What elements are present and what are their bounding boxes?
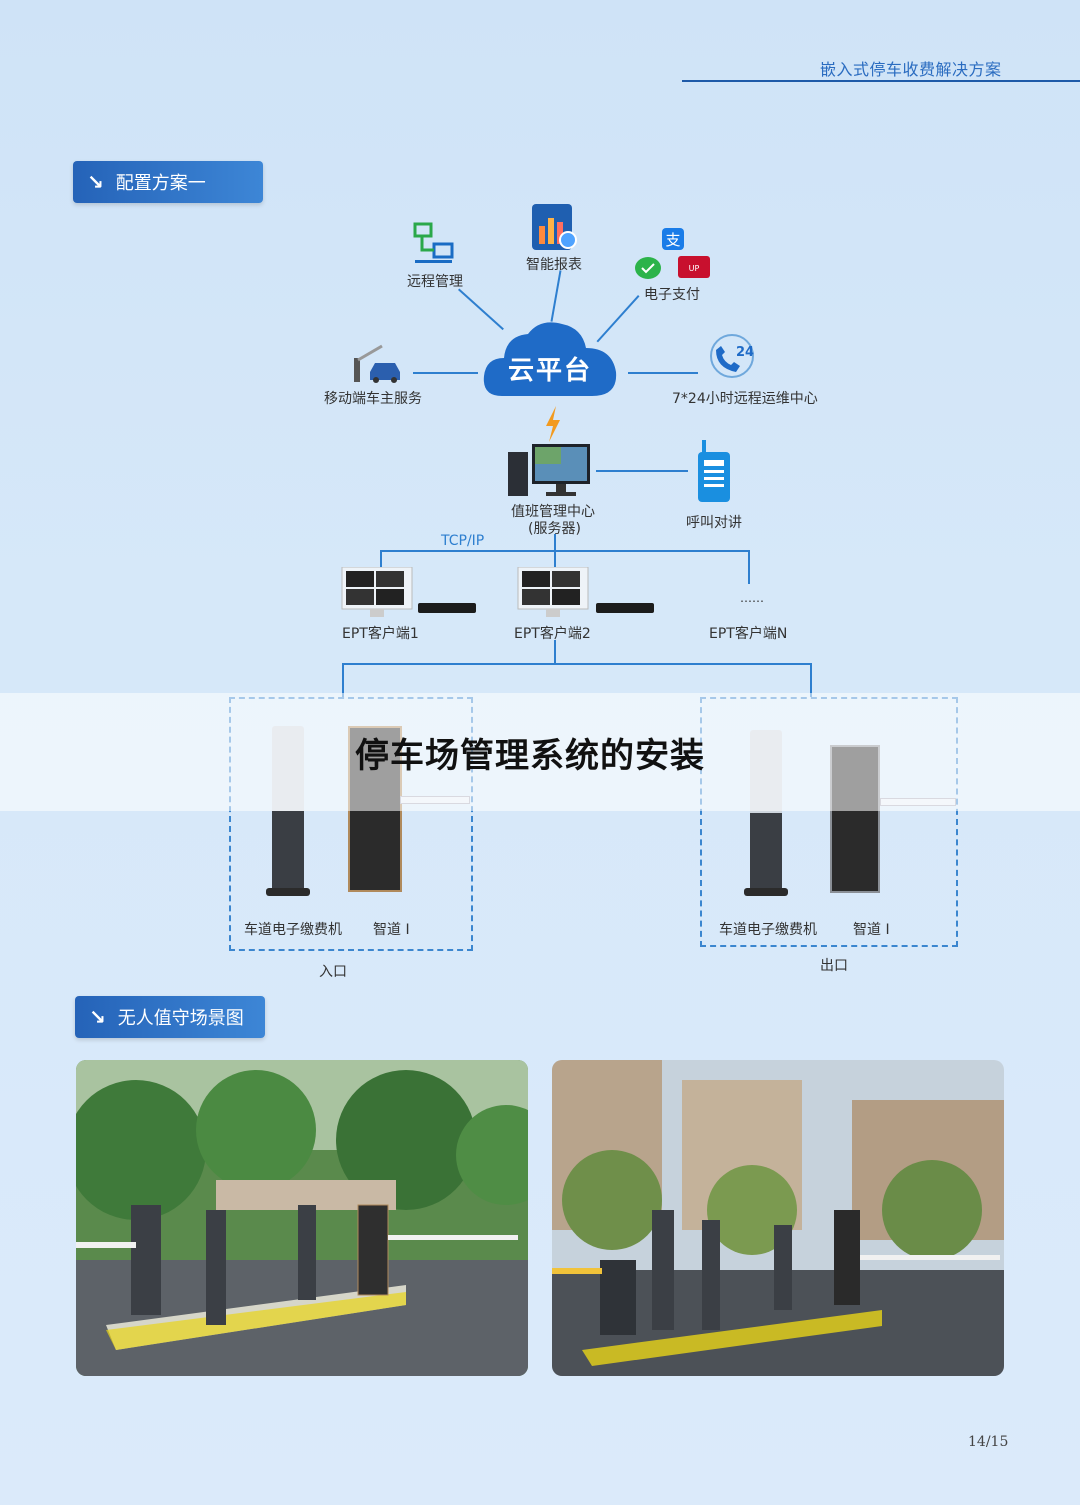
connector-line — [342, 663, 812, 665]
exit-label: 出口 — [820, 958, 848, 974]
exit-kiosk-label: 车道电子缴费机 — [719, 922, 817, 938]
server-computer-icon — [508, 444, 590, 496]
section-label-text: 无人值守场景图 — [117, 1008, 244, 1029]
ops-center-label: 7*24小时远程运维中心 — [672, 391, 818, 407]
svg-text:UP: UP — [689, 264, 700, 273]
svg-text:24: 24 — [736, 345, 754, 360]
cloud-platform-icon — [483, 322, 617, 396]
lightning-icon — [546, 406, 560, 442]
connector-line — [748, 550, 750, 584]
remote-management-label: 远程管理 — [407, 274, 463, 290]
connector-line — [380, 550, 382, 568]
connector-line — [628, 372, 698, 374]
entrance-label: 入口 — [319, 964, 347, 980]
connector-line — [554, 640, 556, 664]
duty-center-sublabel: (服务器) — [528, 521, 581, 537]
document-header-title: 嵌入式停车收费解决方案 — [820, 60, 1002, 79]
ept-client-1-label: EPT客户端1 — [342, 626, 419, 642]
ept-client-2-label: EPT客户端2 — [514, 626, 591, 642]
scene-photo-residential — [552, 1060, 1004, 1376]
svg-text:支: 支 — [665, 231, 680, 249]
section-label-text: 配置方案一 — [115, 173, 206, 194]
connector-line — [550, 270, 562, 322]
ept-client-n-dots: …… — [740, 591, 764, 605]
smart-report-label: 智能报表 — [526, 257, 582, 273]
header-rule — [682, 80, 1080, 82]
page-number: 14/15 — [968, 1434, 1009, 1450]
connector-line — [596, 470, 688, 472]
car-barrier-icon — [354, 344, 400, 383]
connector-line — [554, 534, 556, 568]
e-payment-icon: 支 UP — [635, 228, 710, 279]
e-payment-label: 电子支付 — [644, 287, 700, 303]
intercom-walkie-talkie-icon — [698, 440, 730, 502]
exit-gate-label: 智道 I — [853, 922, 890, 938]
kiosk-base — [744, 888, 788, 896]
connector-line — [380, 550, 750, 552]
intercom-label: 呼叫对讲 — [686, 515, 742, 531]
entrance-gate-label: 智道 I — [373, 922, 410, 938]
section-label-config: ↘ 配置方案一 — [73, 161, 263, 203]
ept-client-1-icon — [341, 567, 476, 617]
entrance-kiosk-label: 车道电子缴费机 — [244, 922, 342, 938]
kiosk-base — [266, 888, 310, 896]
duty-center-label: 值班管理中心 — [511, 504, 595, 520]
remote-management-icon — [413, 222, 454, 263]
title-overlay-band — [0, 693, 1080, 811]
connector-line — [413, 372, 478, 374]
cloud-platform-label: 云平台 — [507, 356, 592, 386]
connector-line — [810, 663, 812, 697]
scene-photo-park — [76, 1060, 528, 1376]
section-label-scene: ↘ 无人值守场景图 — [75, 996, 265, 1038]
protocol-label: TCP/IP — [441, 533, 485, 549]
24h-phone-icon: 24 — [710, 334, 754, 378]
connector-line — [342, 663, 344, 697]
arrow-down-right-icon: ↘ — [89, 1005, 106, 1029]
overlay-title: 停车场管理系统的安装 — [355, 736, 705, 776]
arrow-down-right-icon: ↘ — [87, 170, 104, 194]
ept-client-2-icon — [517, 567, 654, 617]
ept-client-n-label: EPT客户端N — [709, 626, 788, 642]
mobile-service-label: 移动端车主服务 — [324, 391, 422, 407]
smart-report-icon — [532, 204, 577, 250]
